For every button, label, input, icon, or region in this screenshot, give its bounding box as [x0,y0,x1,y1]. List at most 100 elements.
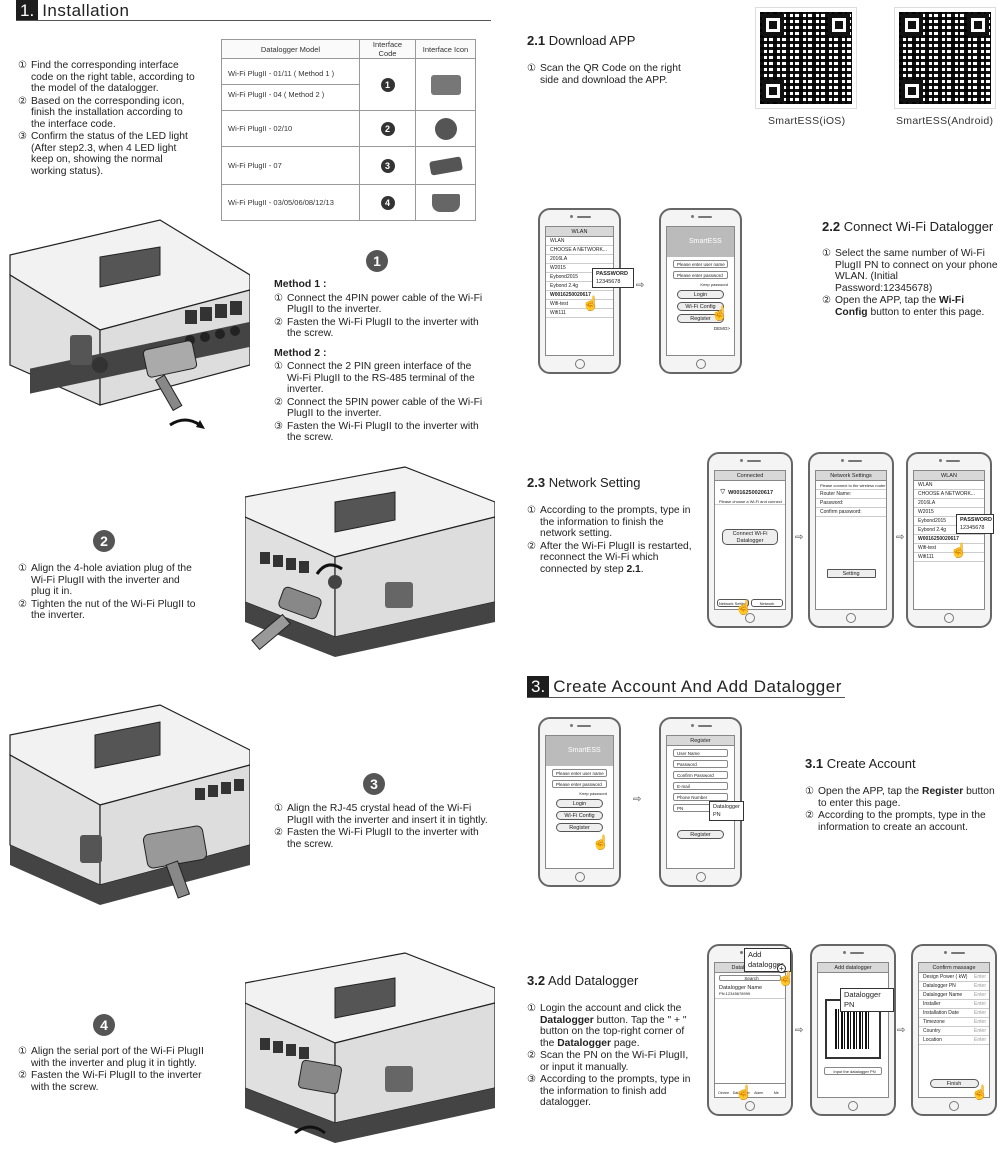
login-button[interactable]: Login [556,799,603,808]
section3-header: 3.Create Account And Add Datalogger [527,676,842,697]
qr-code-ios [755,7,857,109]
qr-caption-ios: SmartESS(iOS) [768,115,846,127]
arrow-right-icon: ⇨ [896,532,905,543]
inverter-illustration-serial [245,952,495,1143]
login-button[interactable]: Login [677,290,724,299]
finish-button[interactable]: Finish [929,1079,979,1088]
wifi-config-button[interactable]: Wi-Fi Config [556,811,603,820]
register-field[interactable]: E-mail [673,782,728,790]
qr-caption-android: SmartESS(Android) [896,115,994,127]
tab-device[interactable]: Device [718,1091,730,1095]
phone-confirm-message: Confirm massage Design Power ( kW)Enter … [911,944,997,1116]
phone-register: Register User Name Password Confirm Pass… [659,717,744,887]
input-pn-field[interactable]: Input the datalogger PN [824,1067,882,1075]
register-button[interactable]: Register [677,314,724,323]
phone-network-settings: Network Settings Please connect to the w… [808,452,894,628]
section3-number: 3. [527,676,550,697]
login-username-field[interactable]: Please enter user name [552,769,607,777]
tab-alarm[interactable]: Alarm [754,1091,764,1095]
phone-login-register: SmartESS Please enter user name Please e… [538,717,621,887]
wlan-row-target[interactable]: W0016250020617 [546,291,613,300]
login-username-field[interactable]: Please enter user name [673,260,728,268]
datalogger-search-field[interactable]: Search [719,975,781,981]
register-field[interactable]: Confirm Password [673,771,728,779]
table-header-model: Datalogger Model [221,39,360,59]
login-password-field[interactable]: Please enter password [552,780,607,788]
wifi-icon: ⌔ [719,487,727,496]
phone-connected: Connected ⌔ W0016250020617 Please choose… [707,452,793,628]
barcode-scan-frame[interactable] [825,999,881,1059]
pointer-hand-icon: ☝ [950,542,968,558]
add-plus-icon[interactable]: + [777,964,786,973]
demo-link[interactable]: DEMO> [713,326,730,331]
section1-divider [16,20,491,21]
confirm-row[interactable]: Design Power ( kW)Enter [919,973,989,982]
wlan-row-target[interactable]: W0016250020617 [914,535,984,544]
table-row: Wi-Fi PlugII - 02/10 2 [221,110,476,147]
arrow-right-icon: ⇨ [636,280,645,291]
register-button[interactable]: Register [556,823,603,832]
wifi-config-button[interactable]: Wi-Fi Config [677,302,724,311]
table-row: Wi-Fi PlugII - 07 3 [221,146,476,185]
section3-title: Create Account And Add Datalogger [553,676,842,696]
inverter-illustration-rj45 [9,704,250,905]
method1-title: Method 1 : [274,278,327,290]
wlan-title: WLAN [546,227,613,237]
pointer-hand-icon: ☝ [777,970,795,986]
router-confirm-field[interactable]: Confirm password: [816,508,886,517]
connect-datalogger-button[interactable]: Connect Wi-Fi Datalogger [722,529,778,545]
setting-button[interactable]: Setting [826,569,876,578]
login-brand: SmartESS [667,227,734,257]
router-password-field[interactable]: Password: [816,499,886,508]
table-header-icon: Interface Icon [415,39,476,59]
tab-datalogger[interactable]: Datalogger [732,1091,750,1095]
router-name-field[interactable]: Router Name: [816,490,886,499]
interface-icon-aviation-plug [434,117,457,140]
tab-network-setting[interactable]: Network Setting [717,599,749,607]
interface-code-3: 3 [380,158,395,173]
barcode-icon [835,1009,871,1049]
table-row: Wi-Fi PlugII - 03/05/06/08/12/13 4 [221,184,476,221]
s23-heading: 2.3 Network Setting [527,475,641,490]
s21-heading: 2.1 Download APP [527,33,636,48]
tab-me[interactable]: Me [773,1091,779,1095]
method-badge: 1 [366,250,388,272]
register-field[interactable]: User Name [673,749,728,757]
register-field[interactable]: Phone Number [673,793,728,801]
inverter-illustration-method1 [9,219,250,429]
register-submit-button[interactable]: Register [677,830,724,839]
arrow-right-icon: ⇨ [795,1025,804,1036]
interface-icon-rj45 [428,155,463,176]
block3-badge: 3 [363,773,385,795]
block2-badge: 2 [93,530,115,552]
arrow-right-icon: ⇨ [633,794,642,805]
pointer-hand-icon: ☝ [735,599,753,615]
tab-network-diagnosis[interactable]: Network Diagnosis [751,599,783,609]
login-password-field[interactable]: Please enter password [673,271,728,279]
s32-heading: 3.2 Add Datalogger [527,973,639,988]
register-field[interactable]: Password [673,760,728,768]
